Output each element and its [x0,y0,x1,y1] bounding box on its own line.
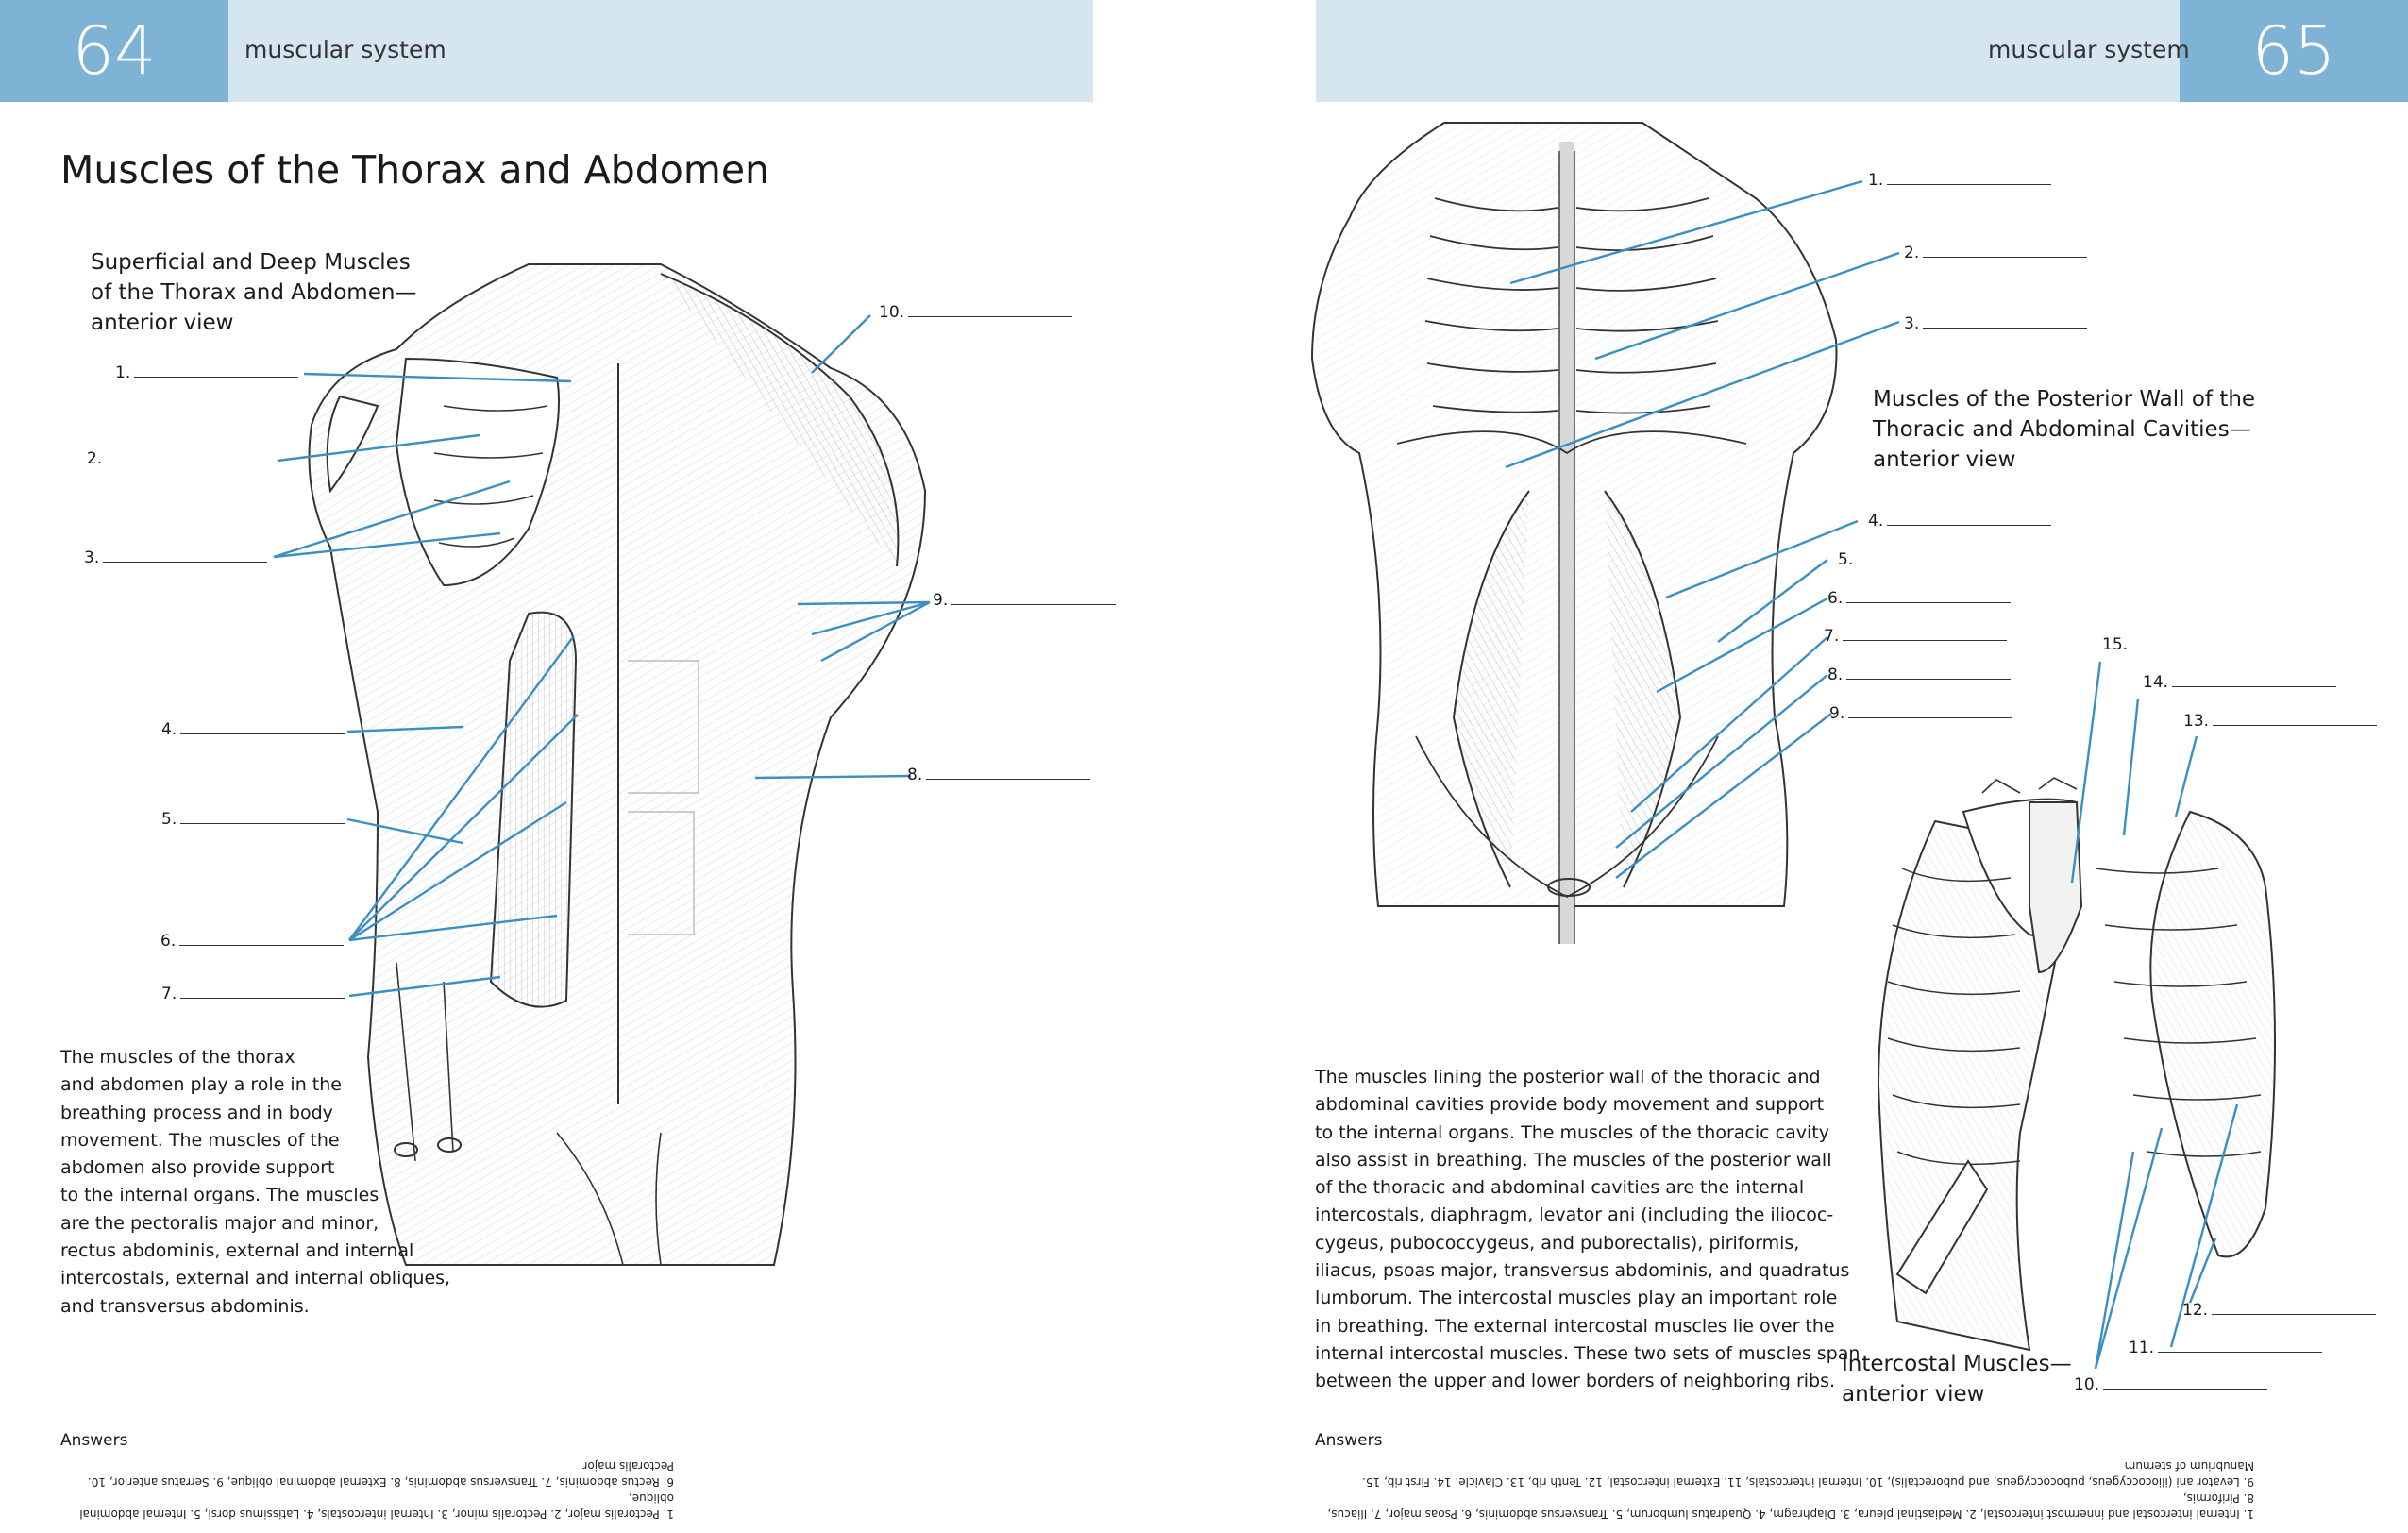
left-label-8[interactable]: 8. [907,765,1091,785]
left-header-bar [228,0,1093,102]
right-header-bar [1316,0,2180,102]
right-label-15[interactable]: 15. [2102,634,2297,655]
left-page-title: Muscles of the Thorax and Abdomen [60,147,770,193]
right-label-9[interactable]: 9. [1829,703,2013,724]
left-label-7[interactable]: 7. [161,984,345,1004]
right-label-13[interactable]: 13. [2183,711,2378,732]
left-section-title: muscular system [244,36,446,63]
right-label-14[interactable]: 14. [2143,672,2337,693]
right-label-12[interactable]: 12. [2182,1300,2377,1321]
right-section-title: muscular system [1988,36,2190,63]
left-answers-heading: Answers [60,1431,128,1450]
left-figure-caption: Superficial and Deep Muscles of the Thor… [91,250,417,335]
right-label-11[interactable]: 11. [2129,1338,2323,1358]
left-leader-lines [273,314,931,998]
right-page-number: 65 [2180,0,2408,102]
right-answers-heading: Answers [1315,1431,1383,1450]
right-top-leader-lines [1505,179,1900,879]
right-label-6[interactable]: 6. [1827,588,2012,609]
left-page-number: 64 [0,0,228,102]
right-body-text: The muscles lining the posterior wall of… [1315,1067,1861,1392]
posterior-wall-illustration [1310,122,1838,944]
intercostal-ribcage-illustration [1877,777,2276,1352]
intercostal-leader-lines [2070,661,2239,1370]
left-label-10[interactable]: 10. [879,302,1073,323]
left-body-text: The muscles of the thorax and abdomen pl… [60,1047,451,1317]
left-label-5[interactable]: 5. [161,809,345,830]
right-label-8[interactable]: 8. [1827,665,2012,685]
left-label-6[interactable]: 6. [160,931,345,952]
right-label-10[interactable]: 10. [2074,1374,2268,1395]
left-answers-text: 1. Pectoralis major, 2. Pectoralis minor… [79,1459,674,1521]
right-figure-caption-posterior: Muscles of the Posterior Wall of the Tho… [1873,387,2256,472]
right-label-2[interactable]: 2. [1904,243,2088,263]
right-answers-text: 1. Internal intercostal and innermost in… [1327,1459,2254,1521]
right-label-5[interactable]: 5. [1838,549,2022,570]
left-label-3[interactable]: 3. [84,548,268,568]
right-label-3[interactable]: 3. [1904,313,2088,334]
right-label-4[interactable]: 4. [1868,511,2052,531]
torso-anterior-illustration [308,263,927,1266]
left-label-1[interactable]: 1. [115,362,299,383]
left-label-9[interactable]: 9. [933,590,1117,611]
left-label-2[interactable]: 2. [87,448,271,469]
right-figure-caption-intercostal: Intercostal Muscles— anterior view [1842,1352,2072,1407]
right-label-7[interactable]: 7. [1824,626,2008,647]
right-label-1[interactable]: 1. [1868,170,2052,191]
left-label-4[interactable]: 4. [161,719,345,740]
